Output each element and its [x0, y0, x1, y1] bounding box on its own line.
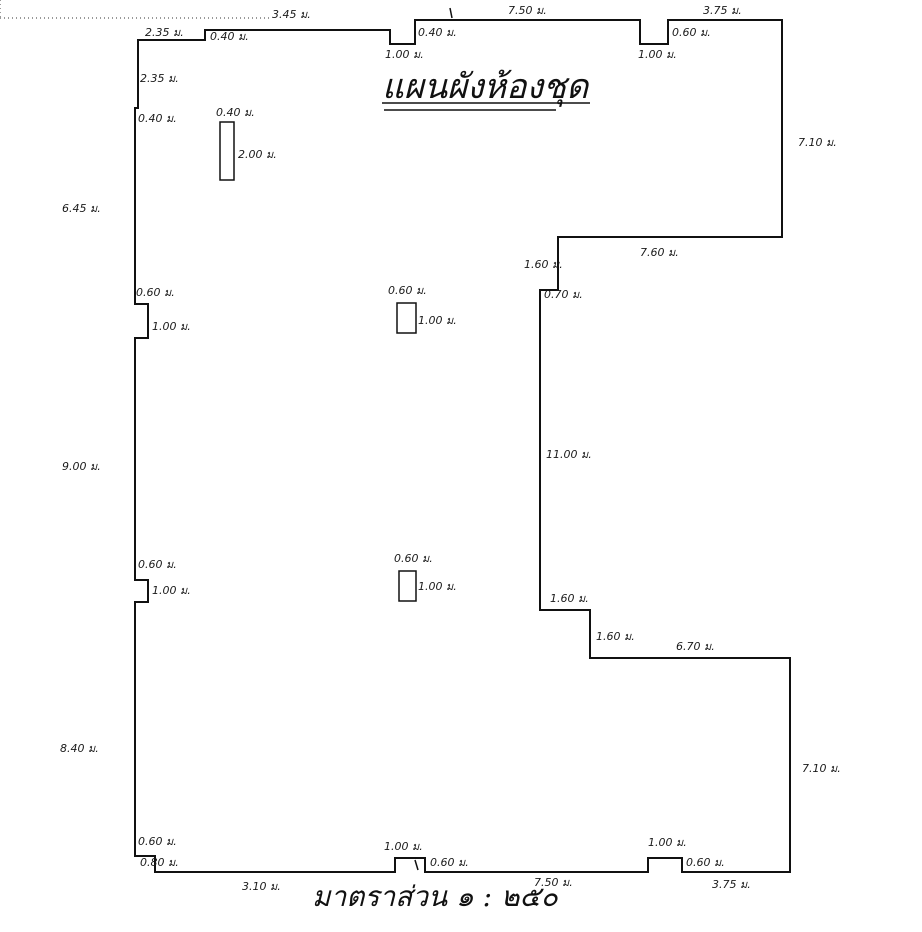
column-2 [396, 302, 417, 334]
dim-top-d: 1.00 ม. [385, 48, 424, 61]
door-tick [414, 859, 419, 871]
dim-bot-b: 1.00 ม. [384, 840, 423, 853]
top-tick [449, 7, 453, 19]
dim-top-f: 7.50 ม. [508, 4, 547, 17]
scale-label: มาตราส่วน ๑ : ๒๕๐ [312, 880, 559, 913]
dim-left-a: 2.35 ม. [140, 72, 179, 85]
dim-left-b: 0.40 ม. [138, 112, 177, 125]
dim-bot-f: 0.60 ม. [686, 856, 725, 869]
dim-col2-h: 1.00 ม. [418, 314, 457, 327]
dim-left-g: 0.60 ม. [138, 558, 177, 571]
dim-top-e: 0.40 ม. [418, 26, 457, 39]
dim-notch-b: 1.60 ม. [524, 258, 563, 271]
dim-left-e: 1.00 ม. [152, 320, 191, 333]
plan-title: แผนผังห้องชุด [382, 67, 590, 107]
dim-left-h: 1.00 ม. [152, 584, 191, 597]
dim-left-i: 8.40 ม. [60, 742, 99, 755]
dim-left-f: 9.00 ม. [62, 460, 101, 473]
dim-top-c: 3.45 ม. [272, 8, 311, 21]
dim-col1-h: 2.00 ม. [238, 148, 277, 161]
dim-left-c: 6.45 ม. [62, 202, 101, 215]
outer-wall [134, 19, 791, 873]
column-3 [398, 570, 417, 602]
dim-notch-c: 0.70 ม. [544, 288, 583, 301]
dim-bot-c: 0.60 ม. [430, 856, 469, 869]
dim-notch-a: 7.60 ม. [640, 246, 679, 259]
dim-col2-w: 0.60 ม. [388, 284, 427, 297]
dim-notch-g: 6.70 ม. [676, 640, 715, 653]
dim-left-k: 0.80 ม. [140, 856, 179, 869]
dim-top-b: 0.40 ม. [210, 30, 249, 43]
dim-right-a: 7.10 ม. [798, 136, 837, 149]
dim-top-g: 1.00 ม. [638, 48, 677, 61]
dim-notch-d: 11.00 ม. [546, 448, 592, 461]
dim-col3-h: 1.00 ม. [418, 580, 457, 593]
dim-bot-g: 3.75 ม. [712, 878, 751, 891]
dim-notch-f: 1.60 ม. [596, 630, 635, 643]
dim-bot-d: 7.50 ม. [534, 876, 573, 889]
dim-top-a: 2.35 ม. [145, 26, 184, 39]
dim-col1-w: 0.40 ม. [216, 106, 255, 119]
dim-notch-e: 1.60 ม. [550, 592, 589, 605]
column-1 [219, 121, 235, 181]
dim-left-d: 0.60 ม. [136, 286, 175, 299]
dim-top-h: 0.60 ม. [672, 26, 711, 39]
dim-col3-w: 0.60 ม. [394, 552, 433, 565]
dim-bot-a: 3.10 ม. [242, 880, 281, 893]
dim-right-b: 7.10 ม. [802, 762, 841, 775]
dim-bot-e: 1.00 ม. [648, 836, 687, 849]
dim-top-i: 3.75 ม. [703, 4, 742, 17]
dim-left-j: 0.60 ม. [138, 835, 177, 848]
